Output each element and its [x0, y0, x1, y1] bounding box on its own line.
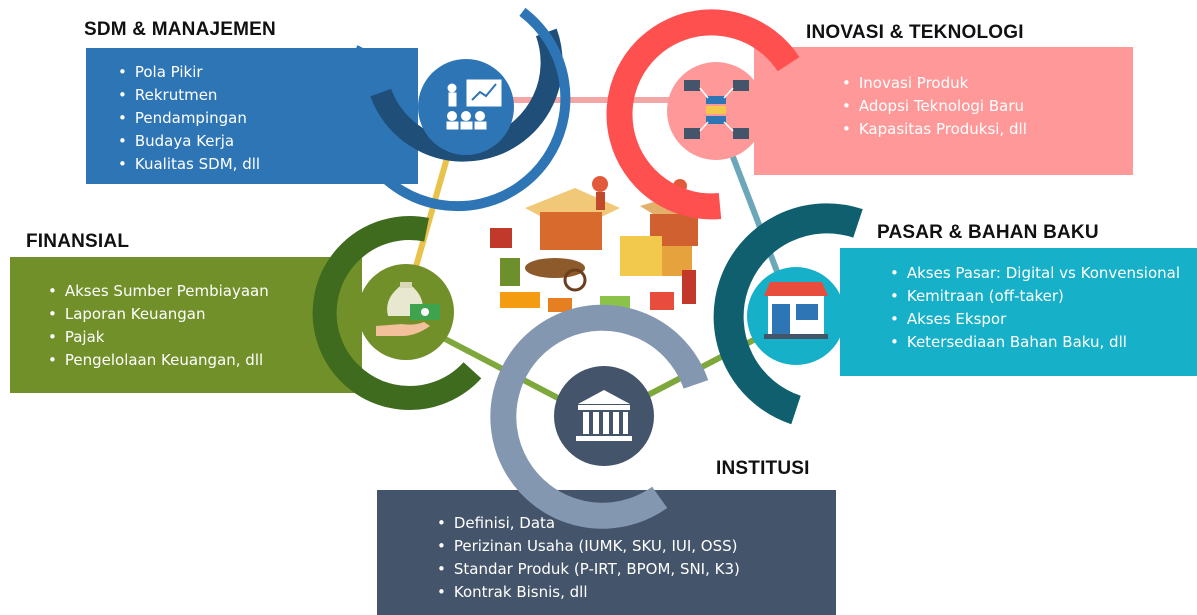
inovasi-ring	[606, 9, 800, 220]
technology-network-icon	[684, 80, 749, 139]
list-item: Ketersediaan Bahan Baku, dll	[890, 331, 1180, 354]
pasar-title: PASAR & BAHAN BAKU	[877, 222, 1099, 243]
list-item: Kapasitas Produksi, dll	[842, 118, 1027, 141]
list-item: Akses Ekspor	[890, 308, 1180, 331]
list-item: Pajak	[48, 326, 269, 349]
sdm-box: Pola Pikir Rekrutmen Pendampingan Budaya…	[86, 48, 418, 184]
list-item: Budaya Kerja	[118, 130, 260, 153]
list-item: Kualitas SDM, dll	[118, 153, 260, 176]
institusi-list: Definisi, Data Perizinan Usaha (IUMK, SK…	[437, 512, 740, 604]
presentation-icon	[446, 79, 502, 130]
institusi-title: INSTITUSI	[716, 458, 810, 479]
list-item: Rekrutmen	[118, 84, 260, 107]
sdm-ring	[344, 7, 571, 212]
list-item: Perizinan Usaha (IUMK, SKU, IUI, OSS)	[437, 535, 740, 558]
list-item: Pengelolaan Keuangan, dll	[48, 349, 269, 372]
list-item: Kontrak Bisnis, dll	[437, 581, 740, 604]
list-item: Pendampingan	[118, 107, 260, 130]
finansial-box: Akses Sumber Pembiayaan Laporan Keuangan…	[10, 257, 362, 393]
storefront-icon	[764, 282, 828, 339]
list-item: Definisi, Data	[437, 512, 740, 535]
sdm-title: SDM & MANAJEMEN	[84, 19, 276, 40]
list-item: Akses Pasar: Digital vs Konvensional	[890, 262, 1180, 285]
list-item: Kemitraan (off-taker)	[890, 285, 1180, 308]
money-bag-hand-icon	[376, 282, 440, 336]
institusi-ring	[490, 304, 709, 529]
list-item: Adopsi Teknologi Baru	[842, 95, 1027, 118]
pasar-list: Akses Pasar: Digital vs Konvensional Kem…	[890, 262, 1180, 354]
pasar-ring	[713, 203, 863, 425]
inovasi-title: INOVASI & TEKNOLOGI	[806, 22, 1024, 43]
list-item: Akses Sumber Pembiayaan	[48, 280, 269, 303]
list-item: Pola Pikir	[118, 61, 260, 84]
finansial-ring	[312, 216, 482, 410]
inovasi-box: Inovasi Produk Adopsi Teknologi Baru Kap…	[754, 47, 1133, 175]
list-item: Standar Produk (P-IRT, BPOM, SNI, K3)	[437, 558, 740, 581]
sdm-list: Pola Pikir Rekrutmen Pendampingan Budaya…	[118, 61, 260, 176]
institution-building-icon	[576, 390, 632, 441]
finansial-title: FINANSIAL	[26, 231, 130, 252]
inovasi-list: Inovasi Produk Adopsi Teknologi Baru Kap…	[842, 72, 1027, 141]
pasar-box: Akses Pasar: Digital vs Konvensional Kem…	[840, 248, 1197, 376]
finansial-list: Akses Sumber Pembiayaan Laporan Keuangan…	[48, 280, 269, 372]
list-item: Laporan Keuangan	[48, 303, 269, 326]
list-item: Inovasi Produk	[842, 72, 1027, 95]
